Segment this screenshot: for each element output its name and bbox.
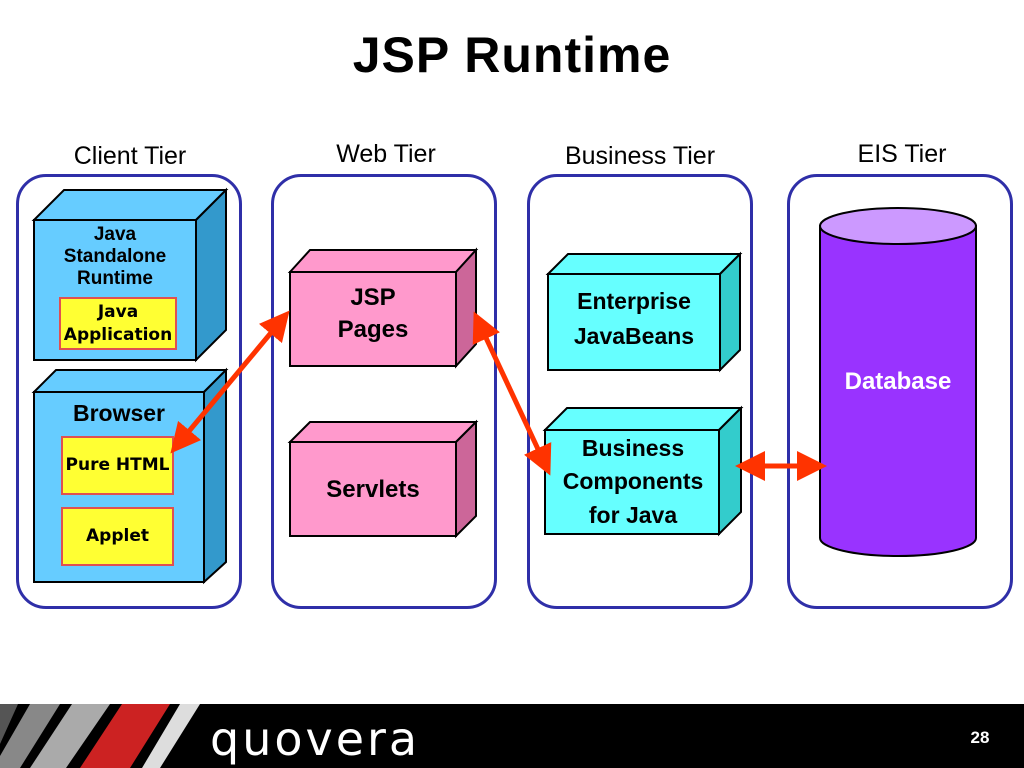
servlets-cube: Servlets xyxy=(287,419,479,539)
jsp-pages-label: JSP Pages xyxy=(337,284,409,344)
tier-label-web: Web Tier xyxy=(336,140,436,168)
footer-stripes-graphic xyxy=(0,704,200,768)
cube-shape xyxy=(542,405,744,537)
ejb-label: Enterprise JavaBeans xyxy=(573,288,695,349)
tier-label-business: Business Tier xyxy=(564,142,716,170)
slide-title: JSP Runtime xyxy=(352,27,672,83)
servlets-label: Servlets xyxy=(326,476,420,503)
database-cylinder xyxy=(819,207,977,557)
page-number: 28 xyxy=(970,728,990,747)
arrow-jsp-bc4j xyxy=(472,311,552,476)
jsp-pages-cube: JSP Pages xyxy=(287,247,479,369)
applet-box: Applet xyxy=(61,507,174,566)
ejb-cube: Enterprise JavaBeans xyxy=(545,251,743,373)
browser-label: Browser xyxy=(72,400,166,426)
bc4j-label: Business Components for Java xyxy=(562,435,704,528)
java-standalone-runtime-label: Java Standalone Runtime xyxy=(63,224,167,289)
quovera-logo: quovera xyxy=(210,712,421,766)
business-tier-box xyxy=(527,174,753,609)
cube-shape xyxy=(545,251,743,373)
footer-bar xyxy=(0,704,1024,768)
tier-label-eis: EIS Tier xyxy=(857,140,947,168)
pure-html-box: Pure HTML xyxy=(61,436,174,495)
cube-shape xyxy=(287,419,479,539)
database-label: Database xyxy=(844,368,952,395)
cube-shape xyxy=(287,247,479,369)
arrow-browser-jsp xyxy=(170,310,290,454)
bc4j-cube: Business Components for Java xyxy=(542,405,744,537)
tier-label-client: Client Tier xyxy=(73,142,187,170)
